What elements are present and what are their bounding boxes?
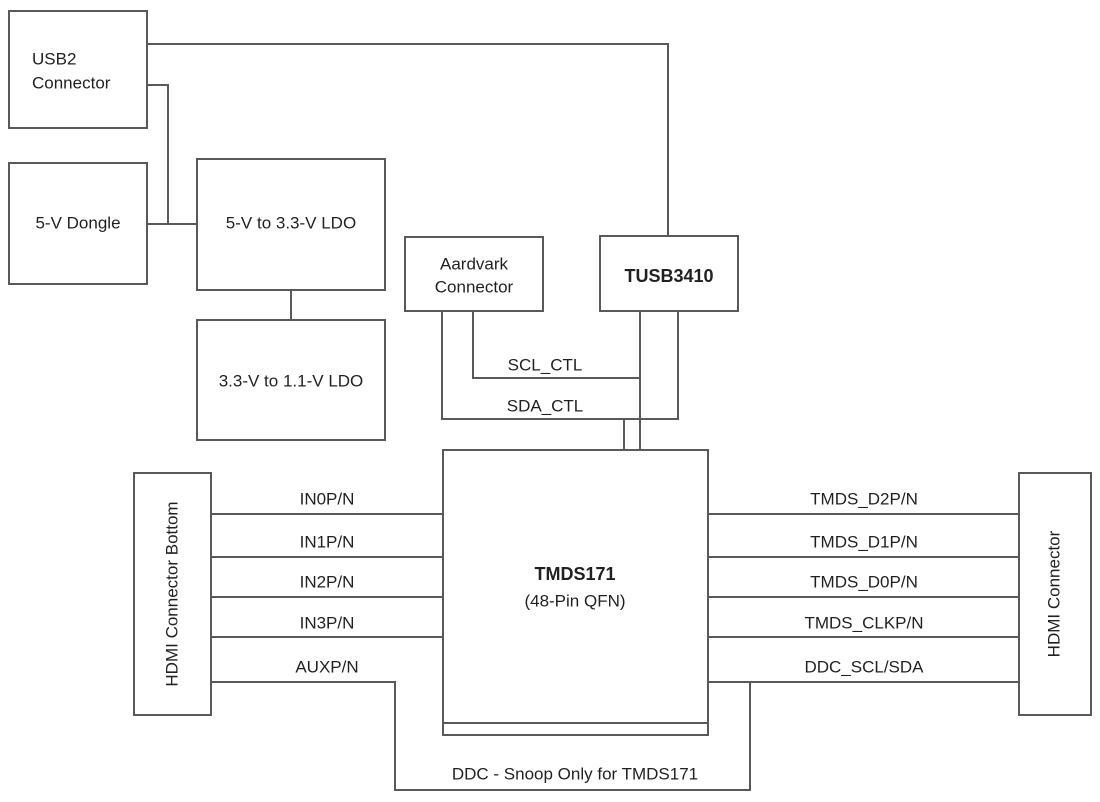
aardvark-connector-label-line1: Aardvark (440, 254, 509, 273)
signal-label-tmds-clk: TMDS_CLKP/N (804, 613, 923, 632)
block-5v-to-3v3-ldo[interactable] (196, 158, 386, 291)
signal-label-scl-ctl: SCL_CTL (508, 355, 583, 374)
signal-label-in0: IN0P/N (300, 489, 355, 508)
hdmi-connector-bottom-label: HDMI Connector Bottom (162, 501, 181, 686)
block-aardvark-connector[interactable] (404, 236, 544, 312)
wire-usb2-to-tusb3410 (146, 43, 669, 237)
usb2-connector-label-line1: USB2 (32, 49, 76, 68)
wire-aardvark-scl (472, 310, 641, 379)
signal-label-aux: AUXP/N (295, 657, 358, 676)
tusb3410-label: TUSB3410 (624, 266, 713, 286)
block-tmds171[interactable] (442, 449, 709, 724)
signal-label-sda-ctl: SDA_CTL (507, 396, 584, 415)
signal-label-tmds-d0: TMDS_D0P/N (810, 572, 918, 591)
block-5v-dongle[interactable] (8, 162, 148, 285)
ldo-33-to-11-label: 3.3-V to 1.1-V LDO (219, 371, 364, 390)
wire-usb2-to-ldo5to33 (146, 84, 198, 225)
block-tusb3410[interactable] (599, 235, 739, 312)
wire-aux (210, 681, 751, 791)
signal-label-tmds-d1: TMDS_D1P/N (810, 532, 918, 551)
signal-label-tmds-d2: TMDS_D2P/N (810, 489, 918, 508)
aardvark-connector-label-line2: Connector (435, 277, 514, 296)
wire-tmds171-ddc-snoop-stub (442, 722, 709, 736)
box-layer: USB2 Connector 5-V Dongle 5-V to 3.3-V L… (8, 10, 1092, 724)
tmds171-label-line2: (48-Pin QFN) (524, 591, 625, 610)
hdmi-connector-label: HDMI Connector (1044, 530, 1063, 657)
signal-label-in2: IN2P/N (300, 572, 355, 591)
tmds171-label-line1: TMDS171 (534, 564, 615, 584)
dongle-5v-label: 5-V Dongle (35, 213, 120, 232)
block-hdmi-connector[interactable] (1018, 472, 1092, 716)
ddc-snoop-note-label: DDC - Snoop Only for TMDS171 (452, 764, 698, 783)
signal-label-ddc-scl-sda: DDC_SCL/SDA (804, 657, 924, 676)
ldo-5-to-33-label: 5-V to 3.3-V LDO (226, 213, 356, 232)
wire-layer (146, 43, 1020, 791)
block-usb2-connector[interactable] (8, 10, 148, 129)
block-3v3-to-1v1-ldo[interactable] (196, 319, 386, 441)
signal-label-layer: SCL_CTL SDA_CTL IN0P/N IN1P/N IN2P/N IN3… (295, 355, 924, 783)
usb2-connector-label-line2: Connector (32, 73, 111, 92)
signal-label-in3: IN3P/N (300, 613, 355, 632)
block-hdmi-connector-bottom[interactable] (133, 472, 212, 716)
signal-label-in1: IN1P/N (300, 532, 355, 551)
wire-aardvark-sda (441, 310, 679, 420)
